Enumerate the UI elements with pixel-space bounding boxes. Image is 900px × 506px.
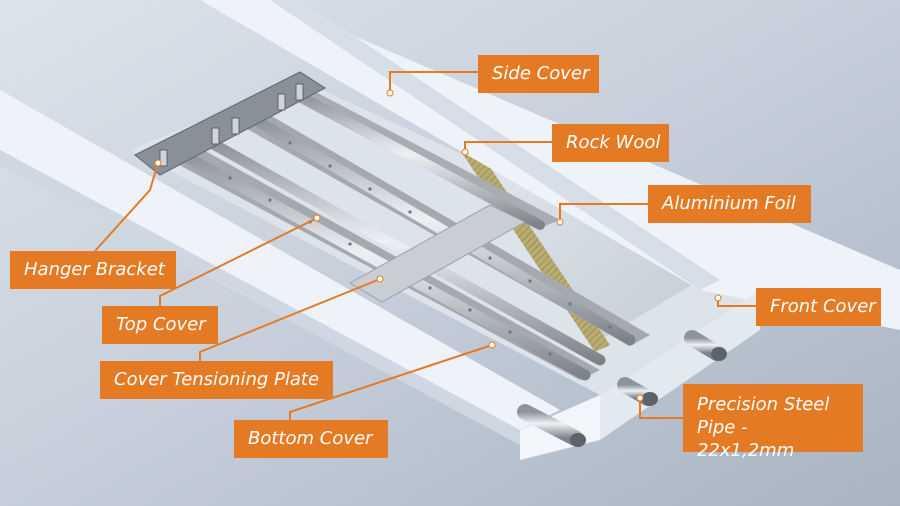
label-side-cover: Side Cover	[478, 55, 599, 93]
label-aluminium-foil: Aluminium Foil	[648, 185, 811, 223]
label-bottom-cover: Bottom Cover	[234, 420, 388, 458]
bracket-bolts	[159, 83, 304, 167]
label-rock-wool: Rock Wool	[552, 124, 669, 162]
leader-dots	[154, 89, 722, 402]
label-cover-tensioning-plate: Cover Tensioning Plate	[100, 361, 333, 399]
pipe	[249, 114, 636, 346]
label-front-cover: Front Cover	[756, 288, 881, 326]
side-cover	[0, 90, 560, 430]
pipe-ends	[517, 330, 727, 447]
top-cover	[200, 0, 900, 330]
cover-tensioning-plate	[348, 204, 527, 303]
top-cover-inner	[270, 0, 720, 290]
side-cover-edge	[0, 150, 520, 445]
label-precision-steel-pipe: Precision Steel Pipe - 22x1,2mm	[683, 384, 863, 461]
label-hanger-bracket: Hanger Bracket	[10, 251, 176, 289]
pipe	[295, 91, 545, 230]
label-top-cover: Top Cover	[102, 306, 218, 344]
